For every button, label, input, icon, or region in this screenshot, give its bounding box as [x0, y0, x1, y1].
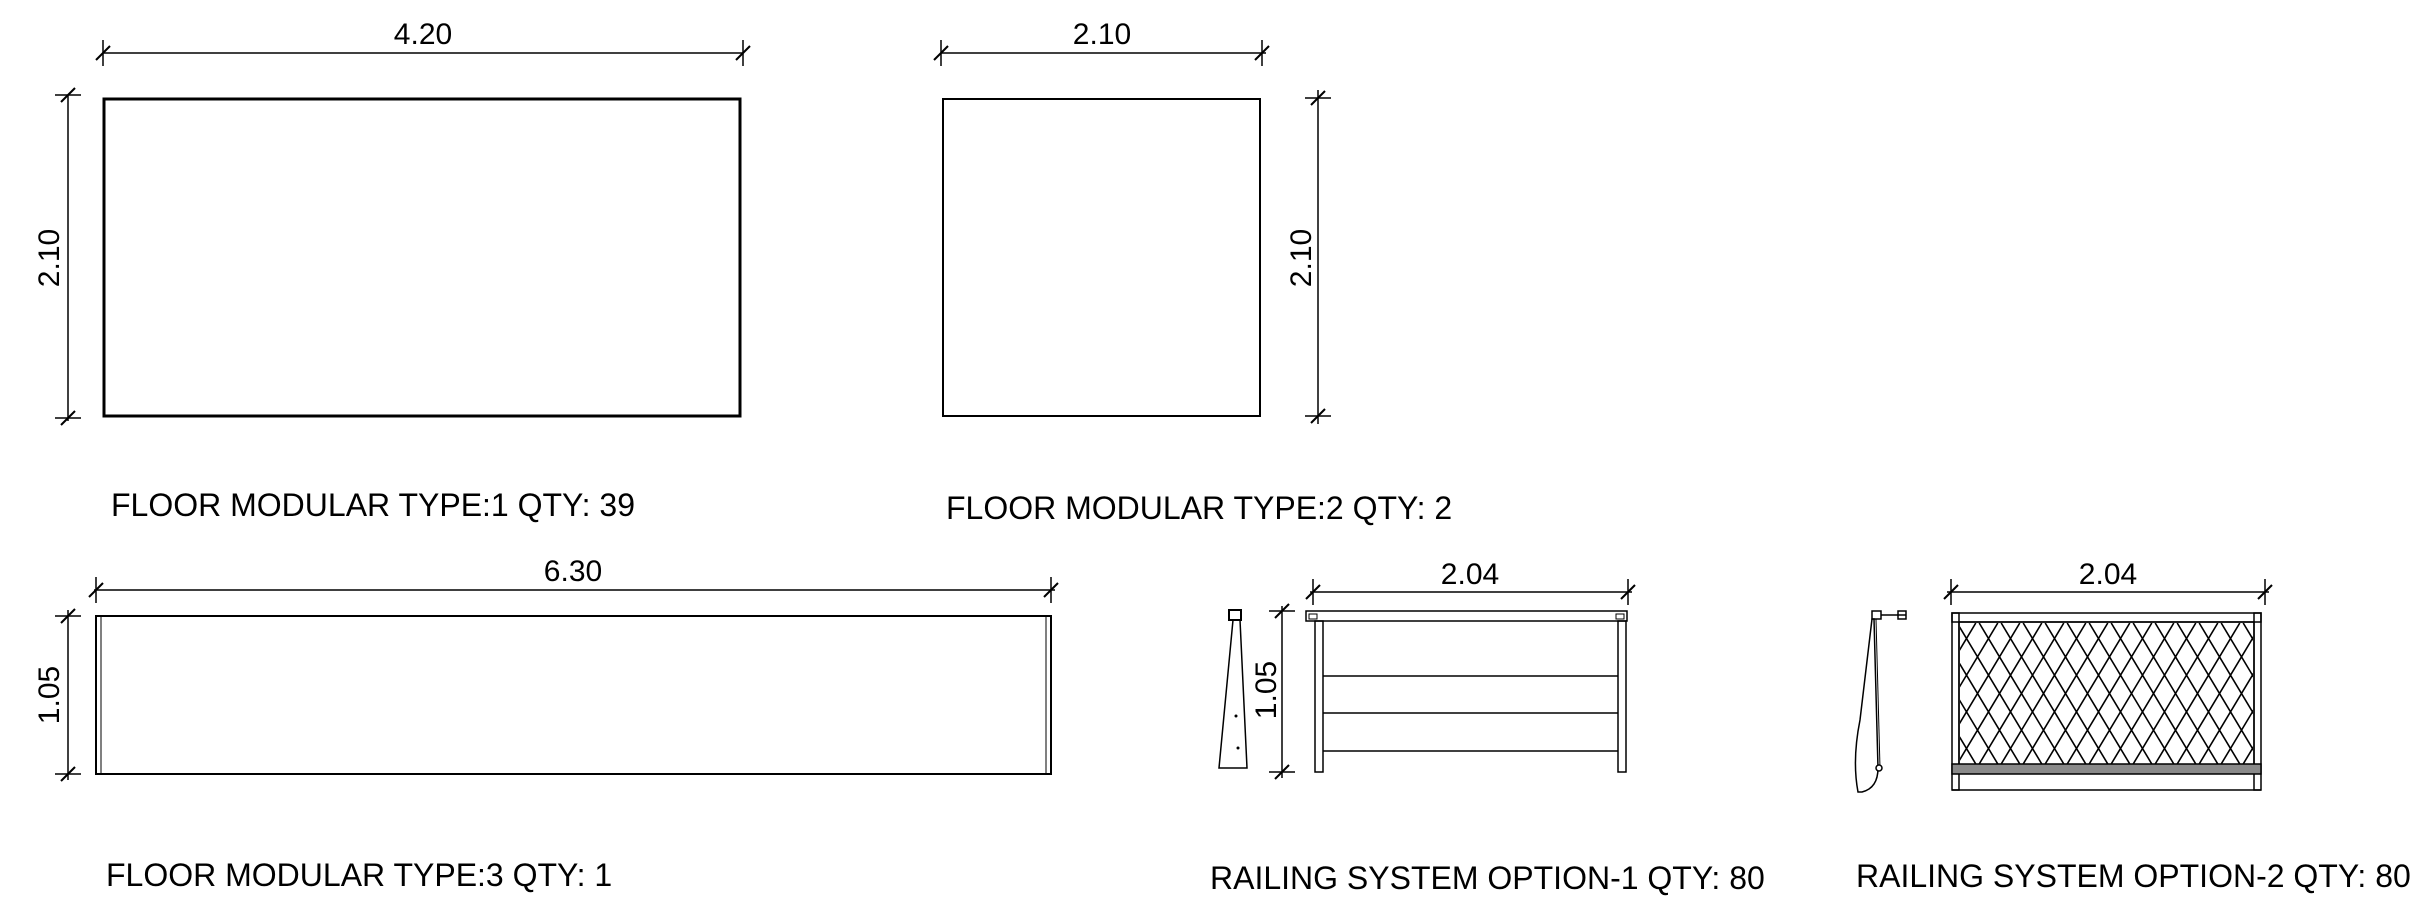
- floor-type-1-width-dimension: [95, 40, 751, 66]
- floor-type-1-group: 4.20 2.10 FLOOR MODULAR TYPE:1 QTY: 39: [33, 18, 751, 523]
- floor-type-3-width-label: 6.30: [544, 555, 602, 588]
- floor-type-3-group: 6.30 1.05 FLOOR MODULAR TYPE:3 QTY: 1: [33, 555, 1059, 893]
- railing-option-1-height-dimension: [1269, 603, 1295, 780]
- floor-type-3-height-label: 1.05: [33, 666, 66, 724]
- mesh-wire: [2110, 623, 2197, 764]
- floor-type-1-height-dimension: [55, 87, 81, 426]
- mesh-wire: [2198, 672, 2253, 764]
- mesh-wire: [2176, 636, 2253, 764]
- mesh-wire: [1869, 623, 1954, 764]
- mesh-wire: [2265, 623, 2350, 764]
- floor-type-3-width-dimension: [88, 577, 1059, 603]
- mesh-wire: [1960, 736, 1977, 764]
- railing-option-2-bottom-rail: [1951, 763, 2262, 775]
- mesh-wire: [2242, 746, 2253, 764]
- mesh-wire: [2066, 623, 2153, 764]
- mesh-wire: [1978, 623, 2065, 764]
- mesh-wire: [2242, 623, 2253, 641]
- mesh-wire: [1960, 623, 1977, 651]
- mesh-wire: [1869, 623, 1954, 764]
- railing-option-2-side-profile: [1854, 610, 1907, 793]
- railing-option-1-caption: RAILING SYSTEM OPTION-1 QTY: 80: [1210, 860, 1765, 896]
- railing-option-1-side-profile: [1218, 609, 1248, 769]
- mesh-wire: [1847, 623, 1932, 764]
- mesh-wire: [2000, 623, 2087, 764]
- mesh-wire: [2154, 623, 2241, 764]
- mesh-wire: [2088, 623, 2175, 764]
- mesh-wire: [2220, 709, 2253, 764]
- floor-type-2-width-label: 2.10: [1073, 18, 1131, 51]
- railing-option-2-width-dimension: [1943, 579, 2273, 605]
- railing-option-1-height-label: 1.05: [1250, 661, 1283, 719]
- floor-type-1-caption: FLOOR MODULAR TYPE:1 QTY: 39: [111, 487, 635, 523]
- railing-option-1-left-post: [1314, 620, 1324, 773]
- floor-type-2-width-dimension: [933, 40, 1270, 66]
- railing-option-2-mesh: [1847, 623, 2350, 764]
- floor-type-2-group: 2.10 2.10 FLOOR MODULAR TYPE:2 QTY: 2: [933, 18, 1452, 526]
- railing-option-1-group: 2.04 1.05 RAILING SYSTEM OPTION-1 QTY: 8…: [1210, 558, 1765, 896]
- floor-type-1-height-label: 2.10: [33, 229, 66, 287]
- railing-option-2-group: 2.04 RAILING SYSTEM OPTION-2 QTY: 80: [1847, 558, 2411, 894]
- floor-type-2-panel: [942, 98, 1261, 417]
- mesh-wire: [1847, 623, 1932, 764]
- floor-type-3-height-dimension: [55, 608, 81, 782]
- mesh-wire: [1960, 623, 2043, 761]
- floor-type-1-panel: [102, 97, 742, 418]
- railing-option-2-width-label: 2.04: [2079, 558, 2137, 591]
- mesh-wire: [1960, 699, 1999, 764]
- floor-type-3-caption: FLOOR MODULAR TYPE:3 QTY: 1: [106, 857, 612, 893]
- railing-option-2-top-rail: [1951, 612, 2262, 623]
- railing-option-1-width-label: 2.04: [1441, 558, 1499, 591]
- mesh-wire: [1960, 623, 1999, 688]
- floor-type-1-width-label: 4.20: [394, 18, 452, 51]
- railing-option-1-right-post: [1617, 620, 1627, 773]
- mesh-wire: [2022, 623, 2109, 764]
- railing-option-1-top-rail: [1305, 610, 1628, 622]
- mesh-wire: [2265, 623, 2350, 764]
- floor-type-2-caption: FLOOR MODULAR TYPE:2 QTY: 2: [946, 490, 1452, 526]
- mesh-wire: [2220, 623, 2253, 678]
- railing-option-2-caption: RAILING SYSTEM OPTION-2 QTY: 80: [1856, 858, 2411, 894]
- mesh-wire: [1960, 623, 2021, 725]
- floor-type-2-height-label: 2.10: [1285, 229, 1318, 287]
- mesh-wire: [2044, 623, 2131, 764]
- railing-option-2-front-elevation: [1847, 612, 2350, 791]
- floor-type-3-panel: [95, 615, 1052, 775]
- mesh-wire: [2132, 623, 2219, 764]
- railing-option-1-front-elevation: [1305, 610, 1628, 773]
- floor-type-2-height-dimension: [1305, 90, 1331, 424]
- railing-option-1-width-dimension: [1305, 579, 1636, 605]
